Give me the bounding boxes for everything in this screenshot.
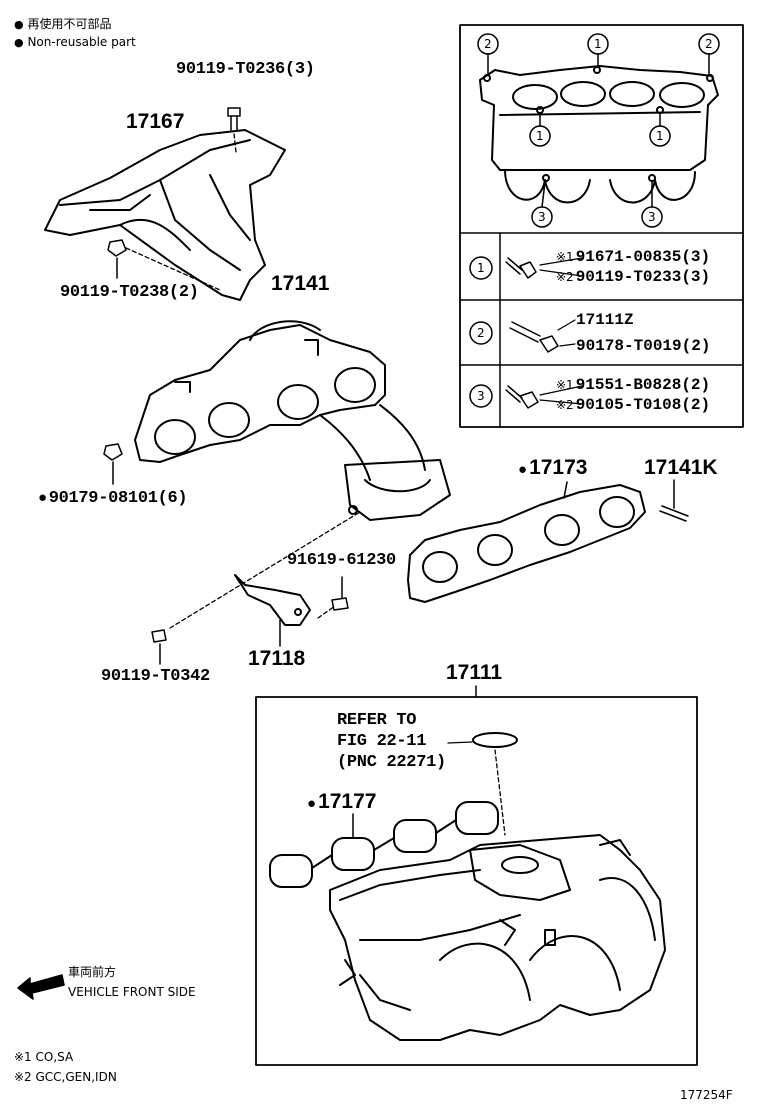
stud-icon bbox=[509, 321, 559, 353]
callout-number: 1 bbox=[656, 129, 664, 143]
part-label[interactable]: 17141K bbox=[644, 456, 718, 479]
part-label[interactable]: 17111 bbox=[446, 661, 503, 684]
intake-gasket bbox=[269, 801, 499, 888]
front-arrow-icon bbox=[17, 974, 65, 1000]
callout-number: 2 bbox=[705, 37, 713, 51]
part-label[interactable]: 17141 bbox=[271, 272, 330, 295]
manifold-bracket bbox=[234, 574, 311, 626]
table-row-number: 3 bbox=[477, 389, 485, 403]
nut-icon bbox=[103, 443, 123, 461]
bolt-icon bbox=[505, 257, 537, 279]
stud-icon bbox=[659, 505, 689, 522]
table-row-number: 1 bbox=[477, 261, 485, 275]
table-row[interactable]: 17111Z bbox=[576, 311, 634, 329]
note-2: ※2 GCC,GEN,IDN bbox=[14, 1070, 117, 1084]
part-label[interactable]: 90119-T0236(3) bbox=[176, 60, 315, 79]
refer-note-line2[interactable]: FIG 22-11 bbox=[337, 732, 427, 751]
part-label[interactable]: 90179-08101(6) bbox=[38, 490, 188, 507]
note-1: ※1 CO,SA bbox=[14, 1050, 74, 1064]
refer-note-line3: (PNC 22271) bbox=[337, 753, 446, 772]
part-label[interactable]: 91619-61230 bbox=[287, 551, 396, 570]
figure-id: 177254F bbox=[680, 1088, 733, 1102]
callout-number: 1 bbox=[536, 129, 544, 143]
part-label[interactable]: 17177 bbox=[307, 791, 376, 812]
inset-frame bbox=[459, 24, 744, 428]
callout-number: 3 bbox=[648, 210, 656, 224]
bolt-icon bbox=[505, 385, 539, 409]
nut-icon bbox=[107, 239, 127, 257]
callout-number: 2 bbox=[484, 37, 492, 51]
part-label[interactable]: 17173 bbox=[518, 457, 587, 478]
intake-manifold bbox=[329, 834, 666, 1041]
callout-number: 1 bbox=[594, 37, 602, 51]
o-ring bbox=[472, 732, 518, 748]
part-label[interactable]: 17118 bbox=[248, 647, 306, 670]
part-label[interactable]: 90119-T0342 bbox=[101, 667, 210, 686]
direction-jp: 車両前方 bbox=[68, 965, 117, 979]
legend-en: ● Non-reusable part bbox=[14, 35, 136, 49]
refer-note-line1: REFER TO bbox=[337, 711, 417, 730]
part-label[interactable]: 90119-T0238(2) bbox=[60, 283, 199, 302]
bolt-icon bbox=[227, 107, 241, 131]
direction-en: VEHICLE FRONT SIDE bbox=[68, 985, 196, 999]
part-label[interactable]: 17167 bbox=[126, 110, 185, 133]
table-row-number: 2 bbox=[477, 326, 485, 340]
exhaust-gasket bbox=[407, 484, 646, 603]
bolt-icon bbox=[151, 629, 167, 643]
table-row[interactable]: 90178-T0019(2) bbox=[576, 337, 711, 355]
heat-insulator bbox=[44, 129, 286, 301]
callout-number: 3 bbox=[538, 210, 546, 224]
legend-jp: ● 再使用不可部品 bbox=[14, 17, 112, 31]
bolt-icon bbox=[331, 597, 349, 611]
exhaust-manifold bbox=[134, 320, 451, 521]
manifold-top-view bbox=[479, 65, 719, 204]
